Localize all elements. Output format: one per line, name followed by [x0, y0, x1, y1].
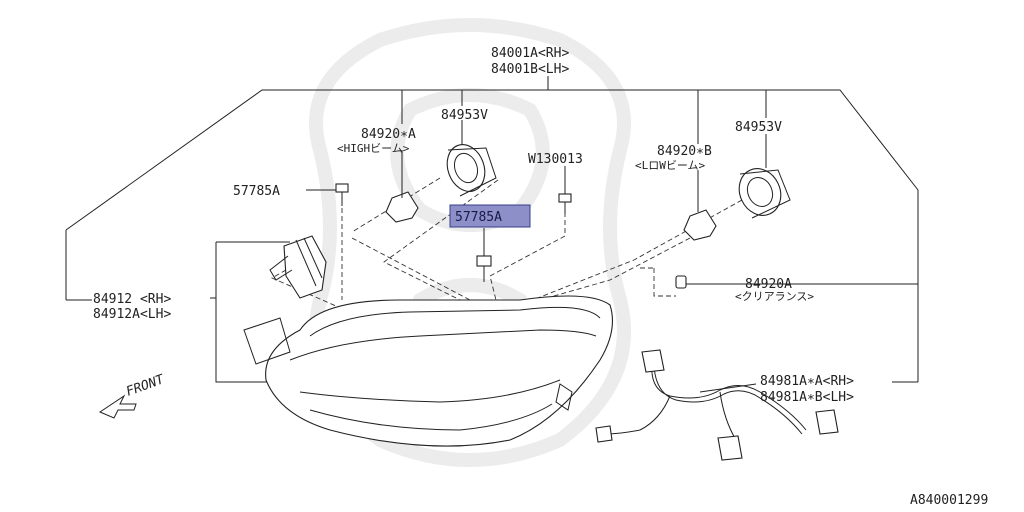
label-clearance-name: <クリアランス> — [735, 290, 814, 303]
label-bulb-low-name: <LロWビーム> — [635, 159, 706, 172]
label-bolt[interactable]: W130013 — [528, 152, 583, 167]
label-screw-center[interactable]: 57785A — [455, 210, 502, 225]
front-label: FRONT — [124, 372, 167, 400]
headlamp-assembly[interactable] — [243, 295, 613, 447]
label-harness-rh[interactable]: 84981A∗A<RH> — [760, 374, 854, 389]
label-harness-lh[interactable]: 84981A∗B<LH> — [760, 390, 854, 405]
label-socket-high[interactable]: 84953V — [441, 108, 488, 123]
label-assy-rh[interactable]: 84001A<RH> — [491, 46, 569, 61]
leader-lines — [65, 76, 919, 393]
label-assy-lh[interactable]: 84001B<LH> — [491, 62, 569, 77]
low-beam-socket-cover[interactable] — [732, 162, 791, 222]
screw-center[interactable] — [476, 255, 492, 282]
low-beam-bulb[interactable] — [683, 209, 717, 241]
front-arrow: FRONT — [98, 372, 167, 419]
label-actuator-lh[interactable]: 84912A<LH> — [93, 307, 171, 322]
bolt-w130013[interactable] — [558, 193, 572, 214]
label-bulb-low-code[interactable]: 84920∗B — [657, 144, 712, 159]
high-beam-socket-cover[interactable] — [441, 139, 497, 197]
figure-id: A840001299 — [910, 493, 988, 508]
label-bulb-high-code[interactable]: 84920∗A — [361, 127, 416, 142]
label-bulb-high-name: <HIGHビーム> — [337, 142, 410, 155]
highlighted-part-box[interactable]: 57785A — [449, 204, 531, 228]
label-clearance-code[interactable]: 84920A — [745, 277, 792, 292]
leveling-actuator[interactable] — [269, 235, 327, 299]
screw-left[interactable] — [335, 183, 349, 206]
high-beam-bulb[interactable] — [385, 190, 419, 223]
clearance-bulb[interactable] — [675, 275, 687, 289]
label-socket-low[interactable]: 84953V — [735, 120, 782, 135]
label-screw-left[interactable]: 57785A — [233, 184, 280, 199]
wiring-harness[interactable] — [595, 349, 839, 461]
label-actuator-rh[interactable]: 84912 <RH> — [93, 292, 171, 307]
